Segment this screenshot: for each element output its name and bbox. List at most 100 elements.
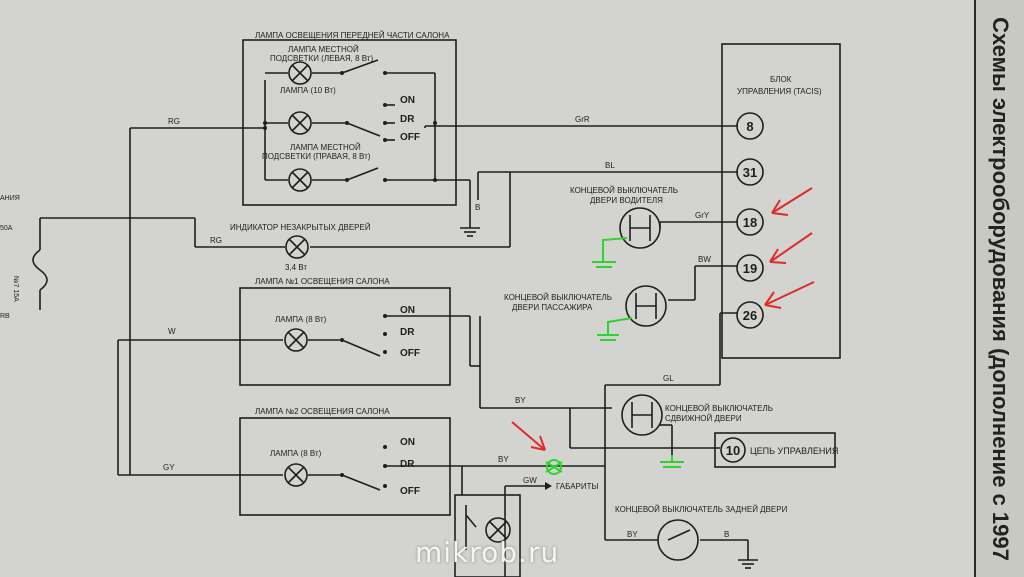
front-off-label: OFF xyxy=(400,132,420,143)
lamp-icon xyxy=(284,328,308,352)
wire-label-gy: GY xyxy=(163,463,175,472)
switch-contacts xyxy=(263,59,437,182)
control-circuit-pin: 10 xyxy=(726,443,740,458)
svg-text:31: 31 xyxy=(743,165,757,180)
wire-label-grr: GrR xyxy=(575,115,590,124)
rear-switch-label: КОНЦЕВОЙ ВЫКЛЮЧАТЕЛЬ ЗАДНЕЙ ДВЕРИ xyxy=(615,505,788,514)
sliding-switch-line1: КОНЦЕВОЙ ВЫКЛЮЧАТЕЛЬ xyxy=(665,404,773,413)
lamp-icon xyxy=(288,61,312,85)
wire-label-rg: RG xyxy=(210,236,222,245)
wire-label-rg: RG xyxy=(168,117,180,126)
interior-lamp-1: ЛАМПА №1 ОСВЕЩЕНИЯ САЛОНА ЛАМПА (8 Вт) O… xyxy=(239,277,451,386)
sliding-switch-line2: СДВИЖНОЙ ДВЕРИ xyxy=(665,414,742,423)
lamp2-off-label: OFF xyxy=(400,486,420,497)
lamp2-title: ЛАМПА №2 ОСВЕЩЕНИЯ САЛОНА xyxy=(255,407,390,416)
parking-label: ГАБАРИТЫ xyxy=(556,482,599,491)
wire-label-by: BY xyxy=(498,455,509,464)
left-edge-fuse: АНИЯ 50A №7 15A RB xyxy=(0,195,48,320)
wires xyxy=(40,72,749,577)
door-switch-icon xyxy=(657,519,699,561)
control-circuit: 10 ЦЕПЬ УПРАВЛЕНИЯ xyxy=(714,432,838,468)
green-annotations xyxy=(545,237,684,475)
wire-label-bw: BW xyxy=(698,255,711,264)
lamp-icon xyxy=(485,517,511,543)
indicator-power: 3,4 Вт xyxy=(285,263,307,272)
control-unit-line1: БЛОК xyxy=(770,75,792,84)
front-lamp-left-line1: ЛАМПА МЕСТНОЙ xyxy=(288,45,359,54)
arrow-icon xyxy=(764,281,815,309)
interior-lamp-2: ЛАМПА №2 ОСВЕЩЕНИЯ САЛОНА ЛАМПА (8 Вт) O… xyxy=(239,407,451,516)
sliding-door-switch: КОНЦЕВОЙ ВЫКЛЮЧАТЕЛЬ СДВИЖНОЙ ДВЕРИ xyxy=(621,394,773,436)
control-unit: БЛОК УПРАВЛЕНИЯ (TACIS) 8 31 18 19 26 xyxy=(721,43,841,359)
pin-18: 18 xyxy=(736,208,764,236)
control-circuit-label: ЦЕПЬ УПРАВЛЕНИЯ xyxy=(750,446,838,456)
door-switch-icon xyxy=(625,285,667,327)
lamp-icon xyxy=(288,168,312,192)
lamp2-label: ЛАМПА (8 Вт) xyxy=(270,449,322,458)
wire-label-b: B xyxy=(475,203,480,212)
arrow-icon xyxy=(511,421,546,451)
pin-26: 26 xyxy=(736,301,764,329)
indicator-label: ИНДИКАТОР НЕЗАКРЫТЫХ ДВЕРЕЙ xyxy=(230,223,371,232)
parking-lights: ГАБАРИТЫ xyxy=(545,482,599,491)
ground-icon xyxy=(660,455,684,468)
left-edge-text: RB xyxy=(0,313,10,320)
wire-label-gw: GW xyxy=(523,476,537,485)
lamp1-off-label: OFF xyxy=(400,348,420,359)
lamp-icon xyxy=(284,463,308,487)
front-lamp-left-line2: ПОДСВЕТКИ (ЛЕВАЯ, 8 Вт) xyxy=(270,54,373,63)
lamp-icon xyxy=(288,111,312,135)
wire-label-b: B xyxy=(724,530,729,539)
lamp1-on-label: ON xyxy=(400,305,415,316)
lamp-icon xyxy=(285,235,309,259)
door-indicator: ИНДИКАТОР НЕЗАКРЫТЫХ ДВЕРЕЙ 3,4 Вт xyxy=(230,223,371,272)
door-switch-icon xyxy=(619,207,661,249)
passenger-switch-line1: КОНЦЕВОЙ ВЫКЛЮЧАТЕЛЬ xyxy=(504,293,612,302)
passenger-door-switch: КОНЦЕВОЙ ВЫКЛЮЧАТЕЛЬ ДВЕРИ ПАССАЖИРА xyxy=(504,285,667,327)
svg-text:18: 18 xyxy=(743,215,757,230)
pin-19: 19 xyxy=(736,254,764,282)
svg-text:19: 19 xyxy=(743,261,757,276)
front-lamp-center-label: ЛАМПА (10 Вт) xyxy=(280,86,336,95)
left-edge-text: №7 15A xyxy=(12,276,19,302)
wire-label-bl: BL xyxy=(605,161,615,170)
passenger-switch-line2: ДВЕРИ ПАССАЖИРА xyxy=(512,303,593,312)
lamp2-on-label: ON xyxy=(400,437,415,448)
arrow-icon xyxy=(771,187,813,216)
driver-door-switch: КОНЦЕВОЙ ВЫКЛЮЧАТЕЛЬ ДВЕРИ ВОДИТЕЛЯ xyxy=(570,186,678,249)
watermark: mikrob.ru xyxy=(415,536,560,569)
lamp1-title: ЛАМПА №1 ОСВЕЩЕНИЯ САЛОНА xyxy=(255,277,390,286)
front-on-label: ON xyxy=(400,95,415,106)
front-lamp-right-line2: ПОДСВЕТКИ (ПРАВАЯ, 8 Вт) xyxy=(262,152,371,161)
wire-label-by: BY xyxy=(627,530,638,539)
lamp2-dr-label: DR xyxy=(400,459,415,470)
wire-labels: RG GrR BL B RG GrY BW W BY GL GY BY GW B… xyxy=(163,115,729,539)
driver-switch-line1: КОНЦЕВОЙ ВЫКЛЮЧАТЕЛЬ xyxy=(570,186,678,195)
ground-icon xyxy=(592,237,628,268)
splice-icon xyxy=(545,459,563,475)
left-edge-text: 50A xyxy=(0,225,13,232)
driver-switch-line2: ДВЕРИ ВОДИТЕЛЯ xyxy=(590,196,663,205)
page-side-title: Схемы электрооборудования (дополнение с … xyxy=(974,0,1024,577)
wire-label-gl: GL xyxy=(663,374,674,383)
bottom-lamp-box xyxy=(454,494,521,577)
pin-8: 8 xyxy=(736,112,764,140)
red-annotations xyxy=(511,187,815,451)
front-lamp-title: ЛАМПА ОСВЕЩЕНИЯ ПЕРЕДНЕЙ ЧАСТИ САЛОНА xyxy=(255,31,450,40)
door-switch-icon xyxy=(621,394,663,436)
ground-icon xyxy=(738,559,758,569)
front-dr-label: DR xyxy=(400,114,415,125)
pin-31: 31 xyxy=(736,158,764,186)
wire-label-gry: GrY xyxy=(695,211,710,220)
wire-label-by: BY xyxy=(515,396,526,405)
front-lamp-unit: ЛАМПА ОСВЕЩЕНИЯ ПЕРЕДНЕЙ ЧАСТИ САЛОНА ЛА… xyxy=(242,31,457,206)
wire-label-w: W xyxy=(168,327,176,336)
lamp1-dr-label: DR xyxy=(400,327,415,338)
ground-icon xyxy=(597,317,633,341)
svg-text:26: 26 xyxy=(743,308,757,323)
control-unit-line2: УПРАВЛЕНИЯ (TACIS) xyxy=(737,87,822,96)
lamp1-label: ЛАМПА (8 Вт) xyxy=(275,315,327,324)
arrow-icon xyxy=(769,232,813,264)
left-edge-text: АНИЯ xyxy=(0,195,20,202)
